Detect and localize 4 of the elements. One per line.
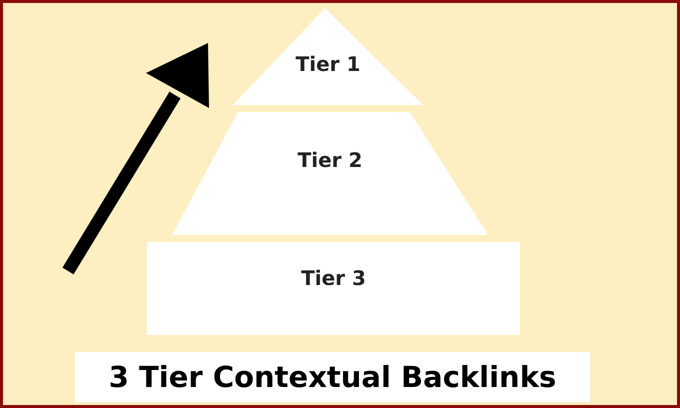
tier-label: Tier 2 xyxy=(296,148,364,172)
tier-label: Tier 3 xyxy=(300,266,367,290)
caption-banner: 3 Tier Contextual Backlinks xyxy=(75,352,590,402)
tier-label: Tier 1 xyxy=(294,52,362,76)
